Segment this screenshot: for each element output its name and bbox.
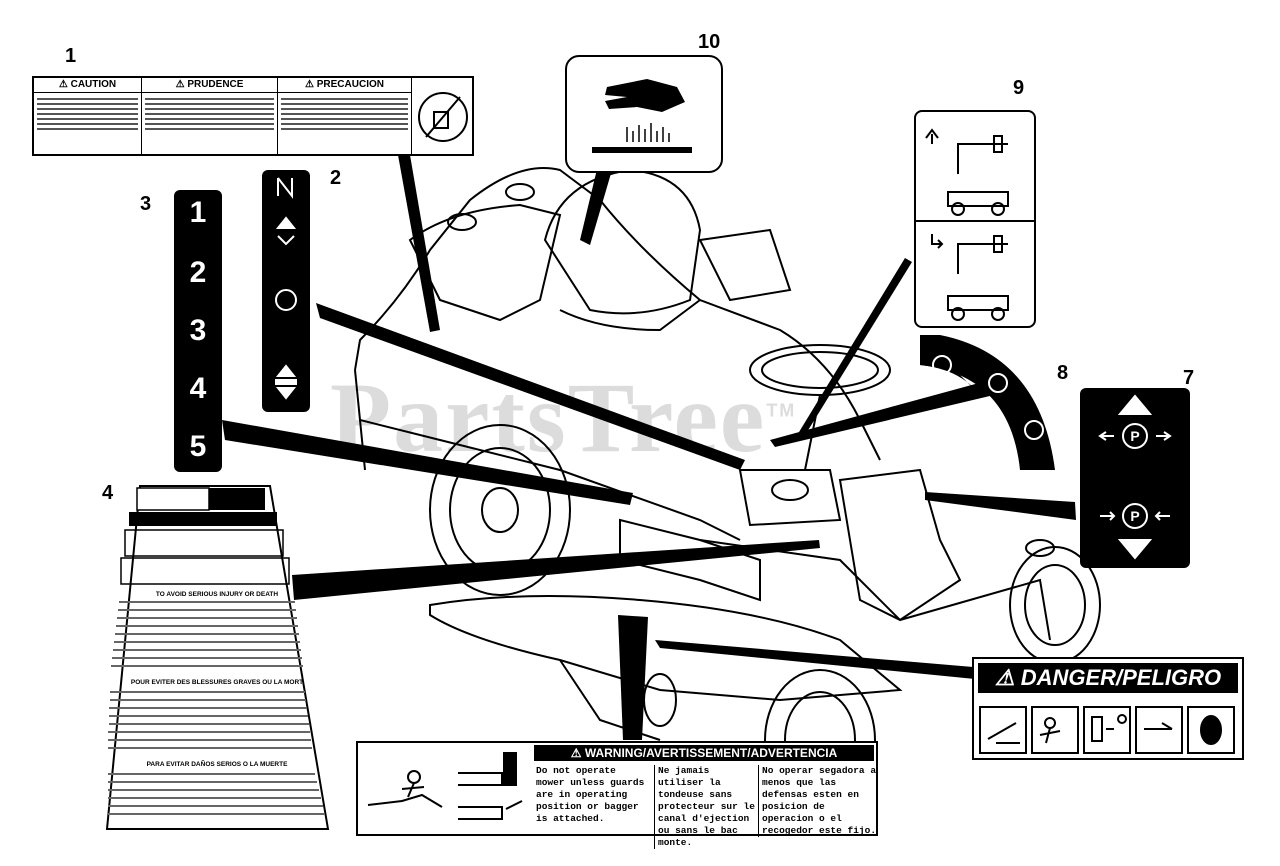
warning-header: ⚠ WARNING/AVERTISSEMENT/ADVERTENCIA [534, 745, 874, 761]
throttle-fast-icon [925, 128, 1009, 216]
callout-3: 3 [140, 193, 152, 215]
position-number-1: 1 [189, 196, 207, 229]
decal-position-strip: 1 2 3 4 5 [174, 190, 222, 472]
decal-lift-strip [262, 170, 310, 412]
svg-text:P: P [1130, 428, 1139, 444]
position-number-5: 5 [189, 430, 207, 463]
decal-throttle [914, 110, 1036, 328]
danger-pictograms-icon [979, 706, 1235, 754]
warning-text-en: Do not operate mower unless guards are i… [536, 765, 645, 824]
decal-caution: ⚠ CAUTION ⚠ PRUDENCE ⚠ PRECAUCION [32, 76, 474, 156]
danger-header: ⚠ DANGER/PELIGRO [978, 663, 1238, 693]
warning-text-es: No operar segadora a menos que las defen… [758, 765, 878, 837]
safety-heading-es: PARA EVITAR DAÑOS SERIOS O LA MUERTE [147, 759, 289, 768]
caution-header: ⚠ CAUTION [34, 78, 141, 93]
safety-heading-fr: POUR EVITER DES BLESSURES GRAVES OU LA M… [131, 679, 303, 686]
callout-7: 7 [1183, 367, 1195, 389]
throttle-slow-icon [931, 234, 1009, 321]
warning-text-fr: Ne jamais utiliser la tondeuse sans prot… [654, 765, 758, 849]
decal-ignition [920, 335, 1055, 470]
callout-9: 9 [1013, 77, 1025, 99]
svg-text:P: P [1130, 508, 1139, 524]
callout-8: 8 [1057, 362, 1069, 384]
mower-thrown-object-icon [367, 770, 443, 808]
callout-1: 1 [65, 45, 77, 67]
engine-start-icon [1024, 420, 1044, 440]
decal-danger: ⚠ DANGER/PELIGRO [972, 657, 1244, 760]
safety-heading-en: TO AVOID SERIOUS INJURY OR DEATH [156, 591, 278, 598]
callout-4: 4 [102, 482, 114, 504]
chute-guard-icon [458, 752, 523, 820]
tip-over-icon [418, 92, 468, 142]
position-number-4: 4 [189, 372, 207, 405]
precaucion-header: ⚠ PRECAUCION [278, 78, 411, 93]
callout-2: 2 [330, 167, 342, 189]
decal-hand-blade [565, 55, 723, 173]
hand-cut-icon [592, 79, 692, 153]
engine-run-icon [988, 373, 1008, 393]
lift-symbols-icon [275, 177, 297, 400]
callout-10: 10 [698, 31, 721, 53]
decal-parking-brake: P P [1080, 388, 1190, 568]
parking-brake-icon: P P [1098, 394, 1172, 560]
engine-off-icon [932, 355, 952, 375]
position-number-2: 2 [189, 256, 207, 289]
position-number-3: 3 [189, 314, 207, 347]
prudence-header: ⚠ PRUDENCE [142, 78, 277, 93]
decal-warning: ⚠ WARNING/AVERTISSEMENT/ADVERTENCIA Do n… [356, 741, 878, 849]
decal-safety-instructions: TO AVOID SERIOUS INJURY OR DEATH POUR EV… [105, 485, 330, 830]
